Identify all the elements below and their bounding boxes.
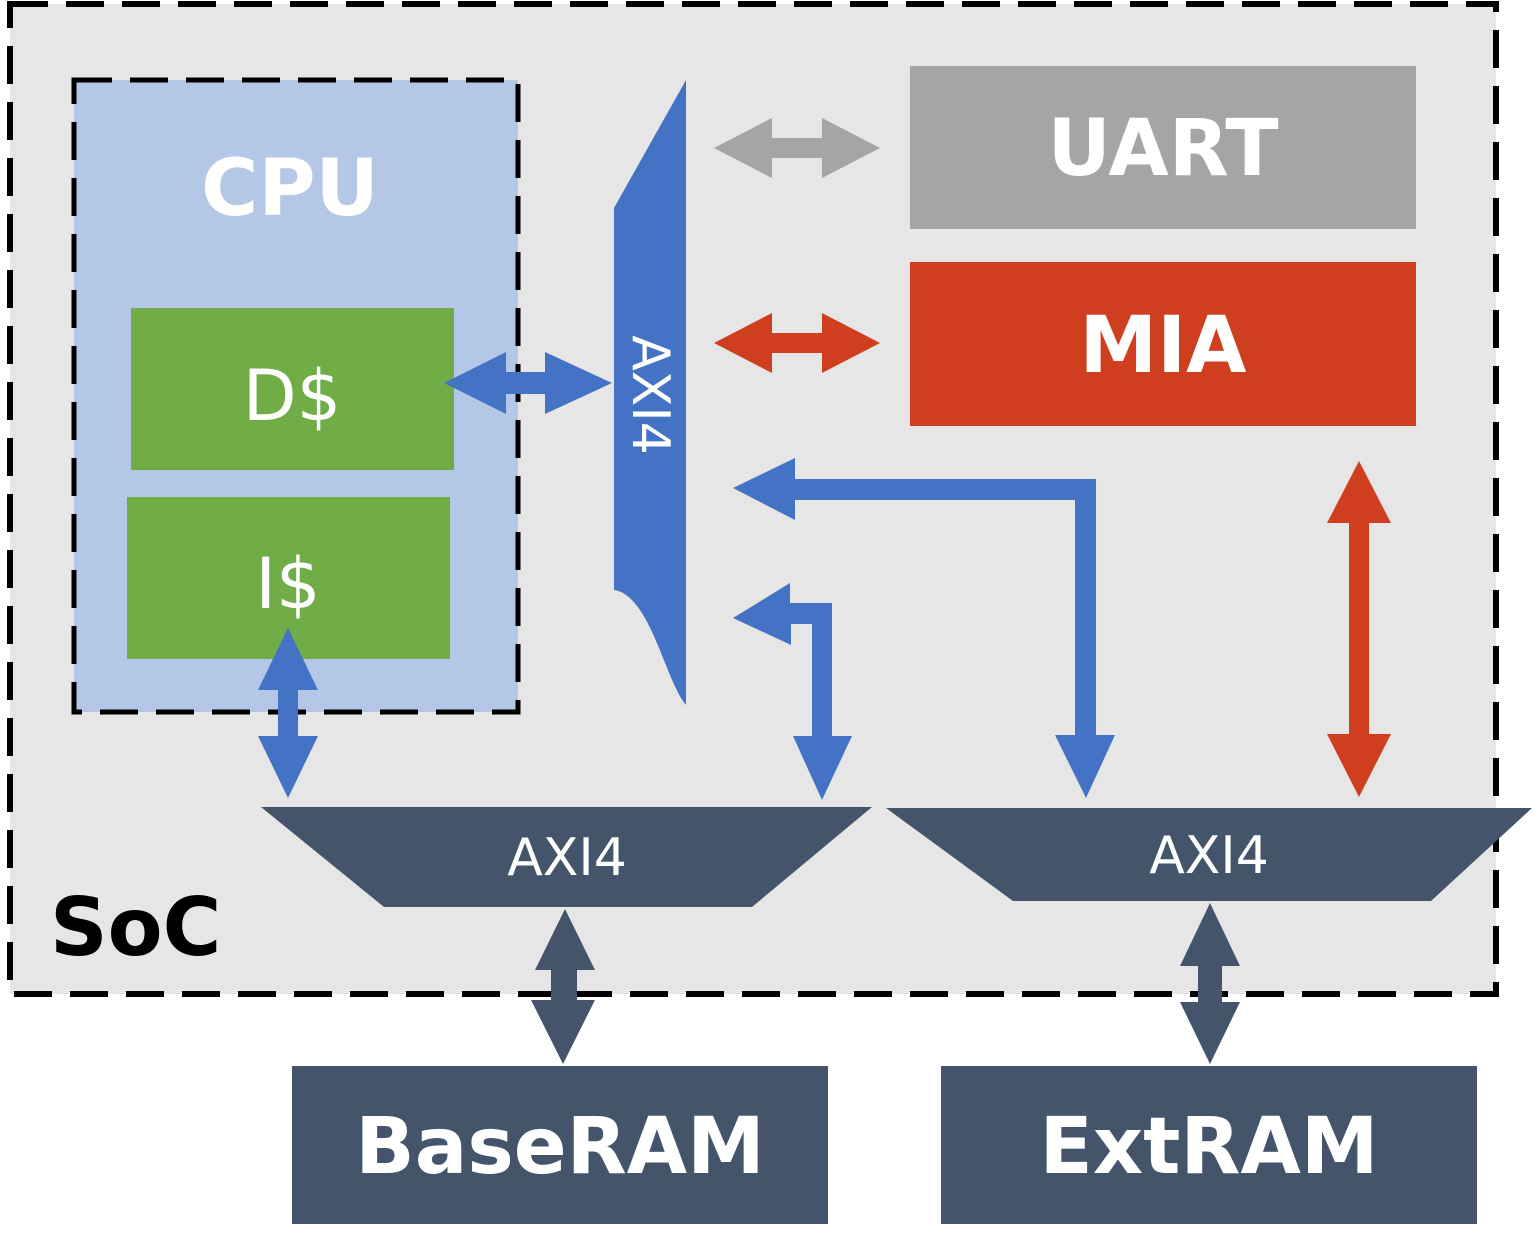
extram-block [941,1066,1477,1224]
dcache-label: D$ [243,355,341,437]
mia-axi-arrow [1327,461,1391,797]
extram-axi-arrow [1180,903,1240,1064]
baseram-axi-arrow [531,909,595,1064]
soc-label: SoC [50,881,221,974]
uart-bidirectional-arrow [714,118,880,178]
axi4-vertical-crossbar [614,80,686,705]
crossbar-to-right-axi-arrow [733,458,1115,798]
icache-axi-arrow [258,628,318,798]
mia-bidirectional-arrow [714,313,880,373]
uart-label: UART [1047,104,1278,194]
cpu-label: CPU [201,144,379,234]
mia-label: MIA [1079,301,1246,391]
axi4-bottom-right-crossbar [886,808,1532,901]
dcache-block [131,308,454,470]
uart-block [910,66,1416,229]
axi4-bottom-left-label: AXI4 [507,828,627,888]
dcache-axi-arrow [444,352,612,414]
baseram-block [292,1066,828,1224]
axi4-vertical-label: AXI4 [620,335,680,455]
baseram-label: BaseRAM [355,1102,764,1192]
crossbar-to-left-axi-arrow [708,583,852,800]
axi4-bottom-left-crossbar [261,807,872,907]
extram-label: ExtRAM [1040,1102,1379,1192]
icache-label: I$ [255,543,320,625]
axi4-bottom-right-label: AXI4 [1149,826,1269,886]
mia-block [910,262,1416,426]
